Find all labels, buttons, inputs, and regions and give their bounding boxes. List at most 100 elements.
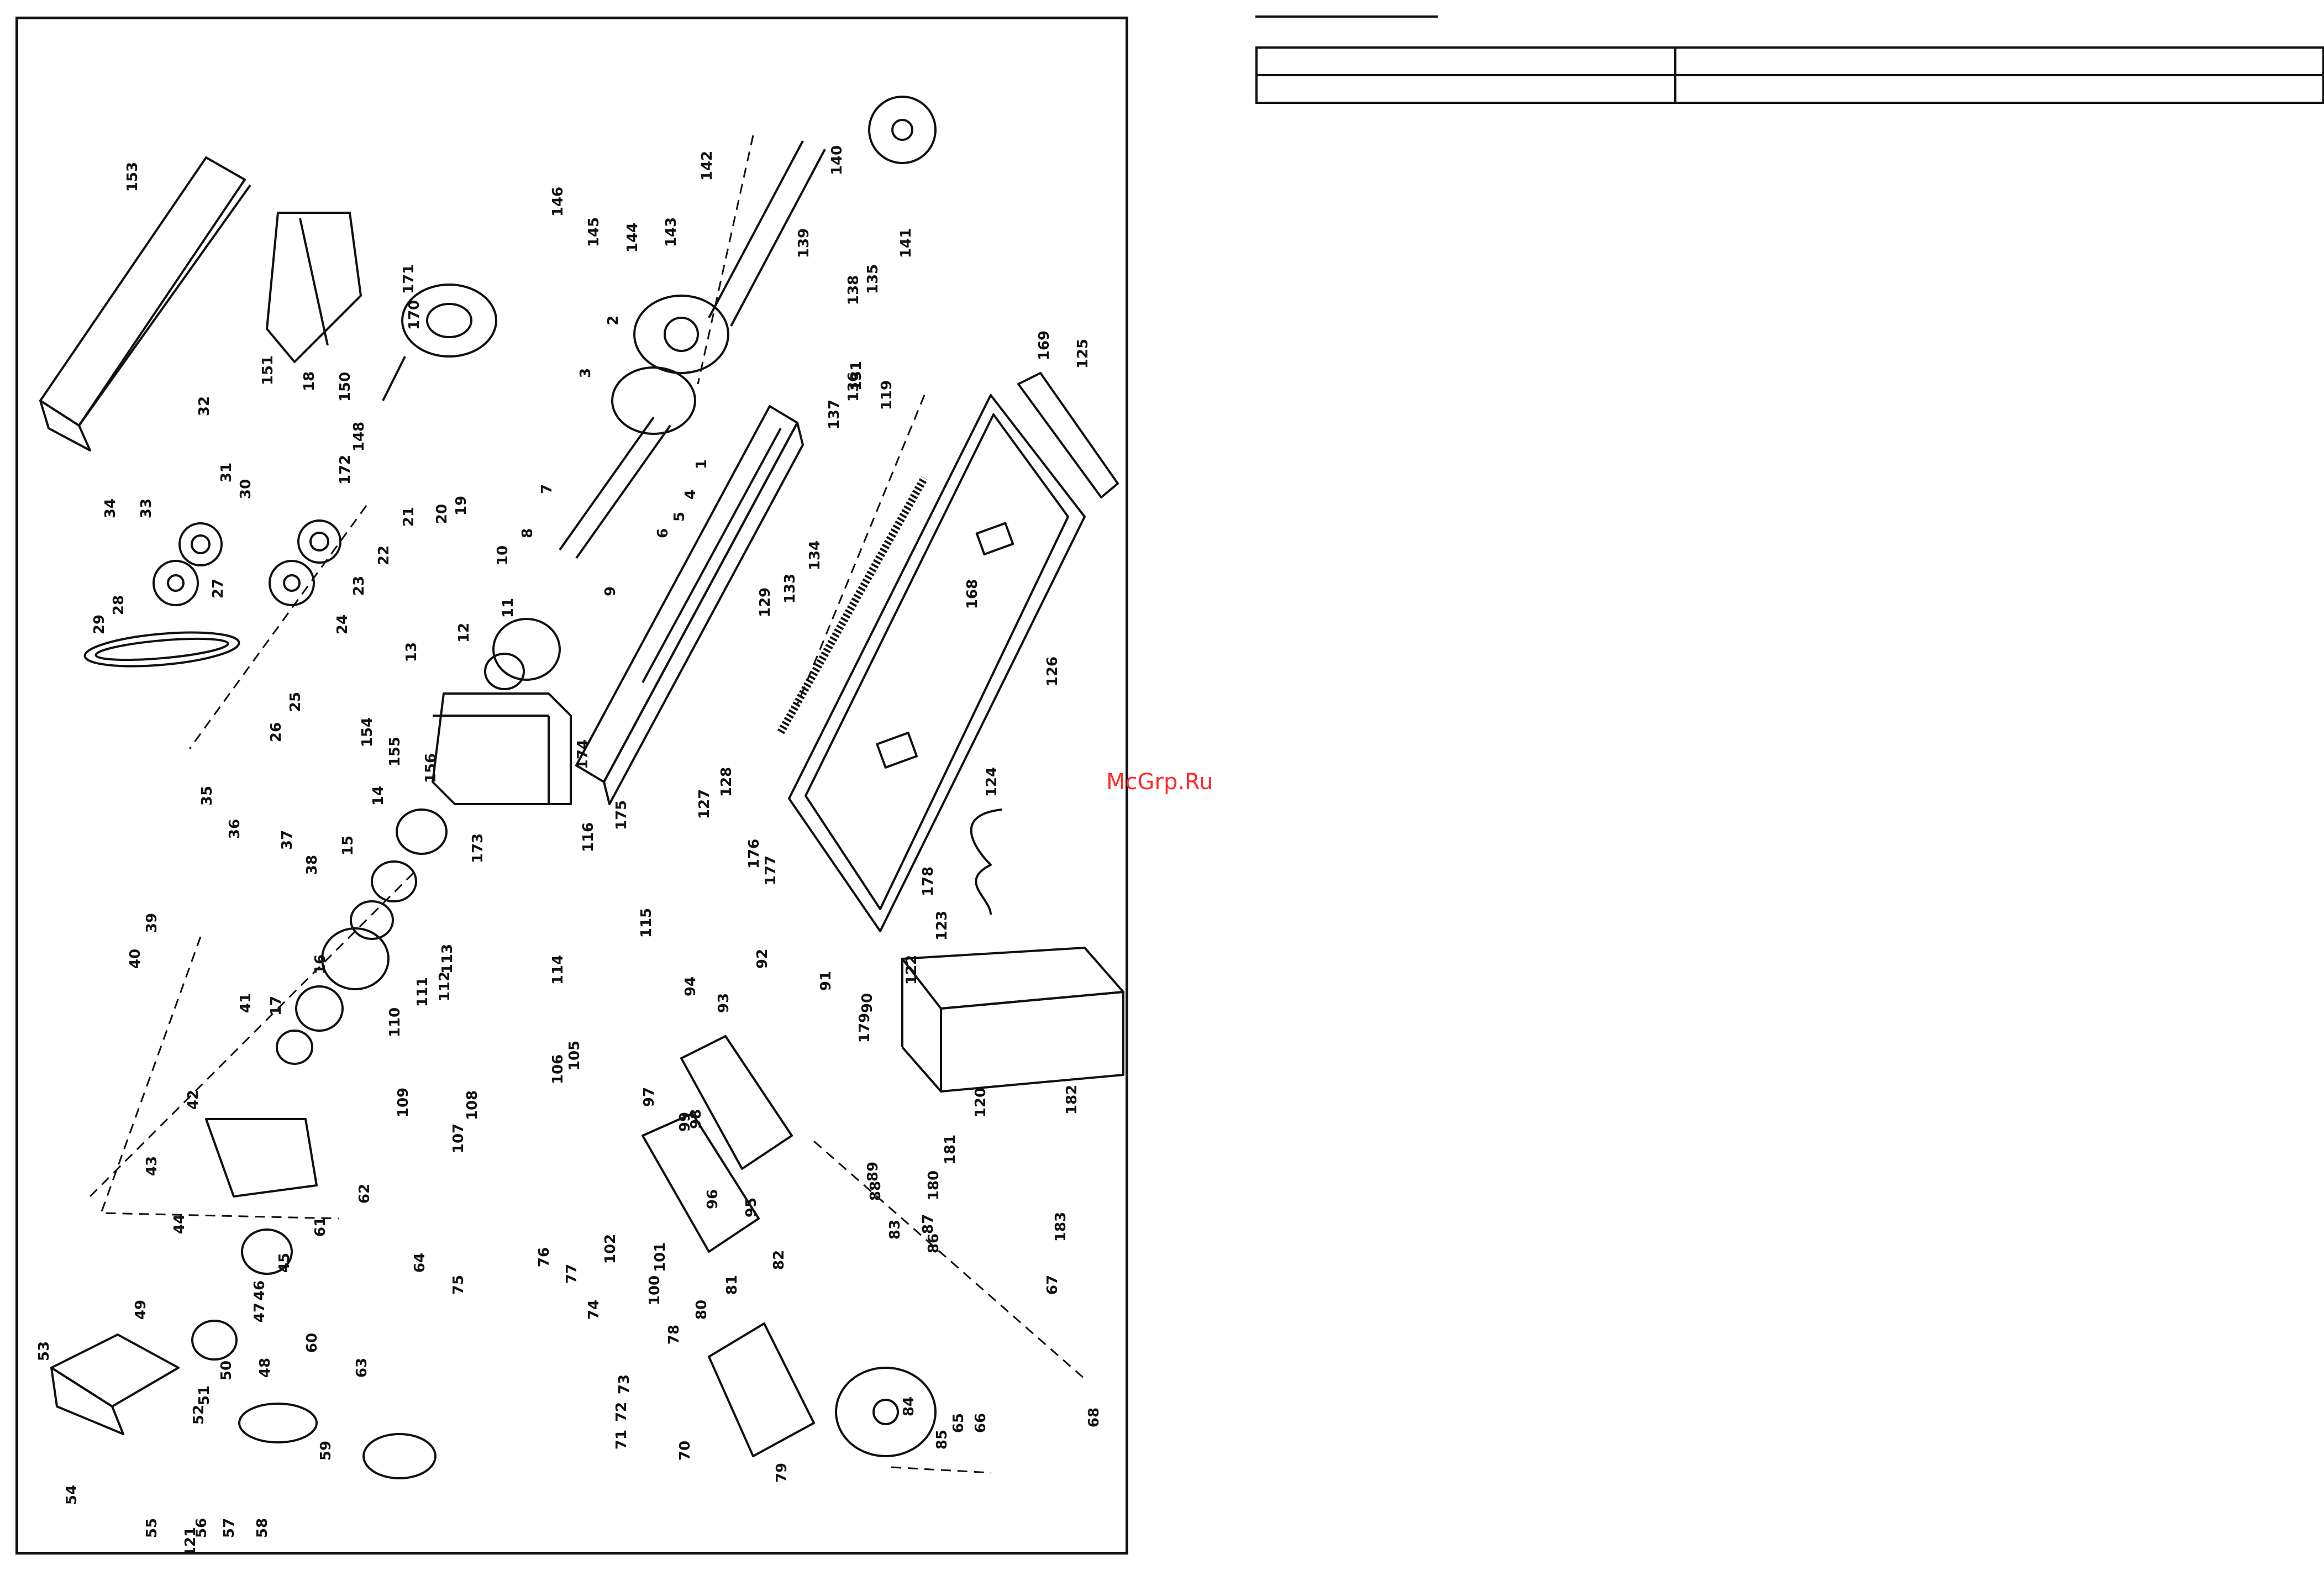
part-label-83: 83 [887, 1220, 903, 1240]
part-label-91: 91 [818, 971, 834, 991]
part-label-139: 139 [796, 228, 812, 258]
part-label-125: 125 [1075, 339, 1091, 369]
part-label-34: 34 [102, 498, 119, 518]
part-label-81: 81 [724, 1275, 740, 1295]
part-label-59: 59 [318, 1441, 334, 1461]
part-label-47: 47 [251, 1303, 268, 1322]
part-label-148: 148 [351, 422, 367, 451]
part-label-112: 112 [437, 972, 453, 1001]
part-label-137: 137 [826, 400, 843, 429]
part-label-88: 88 [867, 1181, 884, 1201]
drive-belt [83, 631, 240, 668]
part-label-43: 43 [144, 1156, 160, 1176]
part-label-63: 63 [354, 1358, 370, 1378]
part-label-151: 151 [260, 355, 276, 385]
part-label-96: 96 [704, 1189, 721, 1209]
table-row [1255, 46, 2324, 76]
part-label-140: 140 [829, 145, 845, 175]
pulleys [153, 519, 341, 606]
part-label-12: 12 [456, 623, 472, 643]
part-label-61: 61 [312, 1217, 329, 1237]
part-label-11: 11 [500, 598, 517, 618]
part-label-173: 173 [470, 833, 486, 863]
part-label-145: 145 [586, 217, 602, 247]
lathe-bed [575, 405, 804, 805]
part-label-22: 22 [376, 545, 392, 565]
part-label-71: 71 [613, 1430, 630, 1450]
part-label-97: 97 [641, 1087, 658, 1107]
part-label-19: 19 [453, 496, 470, 516]
part-label-3: 3 [577, 368, 594, 378]
part-label-128: 128 [718, 767, 735, 797]
part-label-179: 179 [856, 1013, 873, 1043]
power-cord [970, 808, 1002, 915]
part-label-40: 40 [127, 949, 144, 969]
watermark: McGrp.Ru [1106, 769, 1213, 795]
exploded-parts-diagram: 1234567891011121314151617181920212223242… [36, 96, 1124, 1552]
part-label-49: 49 [133, 1300, 149, 1320]
part-number-labels: 1234567891011121314151617181920212223242… [36, 145, 1102, 1552]
part-label-90: 90 [859, 993, 876, 1013]
part-label-135: 135 [865, 264, 881, 294]
part-label-53: 53 [36, 1341, 52, 1361]
part-label-111: 111 [414, 977, 431, 1007]
part-label-176: 176 [746, 839, 763, 869]
part-label-9: 9 [602, 586, 619, 596]
part-label-178: 178 [920, 867, 937, 896]
splash-strip [1017, 372, 1119, 498]
part-label-31: 31 [218, 463, 235, 482]
part-label-41: 41 [238, 993, 254, 1013]
part-label-20: 20 [434, 504, 450, 524]
part-label-37: 37 [279, 830, 296, 850]
part-label-143: 143 [663, 217, 680, 247]
part-label-14: 14 [370, 786, 387, 806]
part-label-75: 75 [450, 1275, 467, 1295]
part-label-28: 28 [111, 595, 127, 615]
part-label-21: 21 [401, 507, 417, 527]
part-label-107: 107 [450, 1123, 467, 1153]
part-label-26: 26 [268, 722, 285, 742]
part-label-156: 156 [423, 753, 439, 783]
headstock-cover [39, 156, 251, 451]
part-label-146: 146 [550, 187, 566, 217]
part-label-105: 105 [566, 1041, 583, 1070]
part-label-169: 169 [1036, 330, 1053, 360]
part-label-66: 66 [972, 1413, 989, 1433]
part-label-86: 86 [926, 1233, 942, 1253]
part-label-80: 80 [693, 1300, 710, 1320]
part-label-13: 13 [403, 642, 420, 662]
part-label-8: 8 [519, 528, 536, 538]
assembly-outlines [89, 135, 1085, 1474]
part-label-154: 154 [359, 717, 376, 747]
electrical-box [901, 947, 1124, 1093]
part-label-68: 68 [1086, 1408, 1102, 1427]
part-label-67: 67 [1044, 1275, 1061, 1295]
part-label-155: 155 [387, 737, 403, 766]
part-label-52: 52 [191, 1405, 207, 1425]
part-label-48: 48 [257, 1358, 274, 1378]
part-label-39: 39 [144, 913, 160, 933]
change-gears [191, 1228, 437, 1479]
part-label-175: 175 [613, 800, 630, 830]
part-label-7: 7 [539, 484, 555, 494]
part-label-100: 100 [646, 1275, 663, 1305]
carriage-saddle [642, 1035, 815, 1457]
part-label-65: 65 [950, 1413, 967, 1433]
part-label-5: 5 [671, 512, 688, 522]
part-label-64: 64 [412, 1253, 428, 1273]
table-cell [1255, 46, 1676, 76]
spindle-shaft [559, 295, 729, 559]
part-label-108: 108 [464, 1090, 481, 1120]
part-label-98: 98 [688, 1109, 704, 1129]
part-label-114: 114 [550, 955, 566, 985]
part-label-60: 60 [304, 1333, 320, 1353]
gearbox-cover [50, 1333, 180, 1435]
headstock-body [432, 692, 572, 805]
part-label-129: 129 [757, 587, 774, 617]
part-label-110: 110 [387, 1007, 403, 1037]
part-label-174: 174 [575, 739, 591, 769]
part-label-170: 170 [406, 300, 423, 330]
part-label-70: 70 [677, 1441, 693, 1461]
part-label-141: 141 [898, 228, 914, 258]
